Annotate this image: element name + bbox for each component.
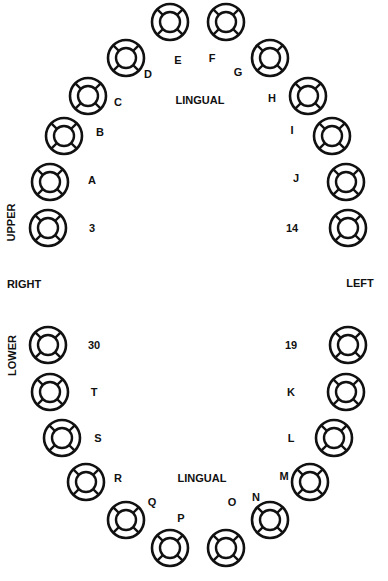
tooth-letter: E: [174, 55, 181, 66]
tooth-letter: T: [91, 387, 98, 398]
tooth-letter: F: [209, 53, 216, 64]
tooth: [314, 118, 350, 154]
tooth: [108, 502, 144, 538]
tooth: [152, 530, 188, 566]
side-label: RIGHT: [7, 279, 41, 290]
tooth-letter: Q: [148, 497, 157, 508]
tooth-letter: L: [288, 433, 295, 444]
tooth: [252, 40, 288, 76]
tooth: [330, 210, 366, 246]
tooth-letter: G: [234, 67, 243, 78]
tooth-letter: P: [177, 513, 184, 524]
tooth-letter: I: [290, 125, 293, 136]
tooth: [108, 40, 144, 76]
tooth: [328, 164, 364, 200]
tooth: [70, 78, 106, 114]
tooth: [290, 78, 326, 114]
tooth: [46, 118, 82, 154]
tooth: [328, 374, 364, 410]
tooth-letter: A: [88, 175, 96, 186]
tooth: [30, 210, 66, 246]
tooth-letter: O: [228, 497, 237, 508]
tooth-letter: C: [114, 97, 122, 108]
tooth-letter: H: [268, 93, 276, 104]
tooth: [32, 374, 68, 410]
tooth: [44, 420, 80, 456]
tooth: [252, 502, 288, 538]
arch-label: LOWER: [7, 335, 18, 376]
tooth-letter: R: [114, 473, 122, 484]
tooth-letter: M: [279, 471, 288, 482]
tooth-number: 14: [286, 223, 298, 234]
tooth: [32, 164, 68, 200]
tooth: [30, 327, 66, 363]
tooth: [152, 4, 188, 40]
tooth: [208, 530, 244, 566]
tooth-letter: S: [94, 433, 101, 444]
tooth: [68, 464, 104, 500]
tooth: [292, 464, 328, 500]
tooth-letter: N: [252, 492, 260, 503]
tooth: [208, 4, 244, 40]
tooth-letter: K: [287, 387, 295, 398]
tooth-number: 3: [89, 223, 95, 234]
tooth-letter: B: [96, 127, 104, 138]
tooth: [316, 420, 352, 456]
tooth-letter: D: [144, 69, 152, 80]
surface-label: LINGUAL: [178, 473, 227, 484]
tooth-letter: J: [293, 173, 299, 184]
side-label: LEFT: [346, 278, 374, 289]
arch-label: UPPER: [7, 203, 18, 241]
surface-label: LINGUAL: [176, 95, 225, 106]
tooth-number: 19: [285, 340, 297, 351]
tooth: [330, 327, 366, 363]
tooth-number: 30: [88, 340, 100, 351]
